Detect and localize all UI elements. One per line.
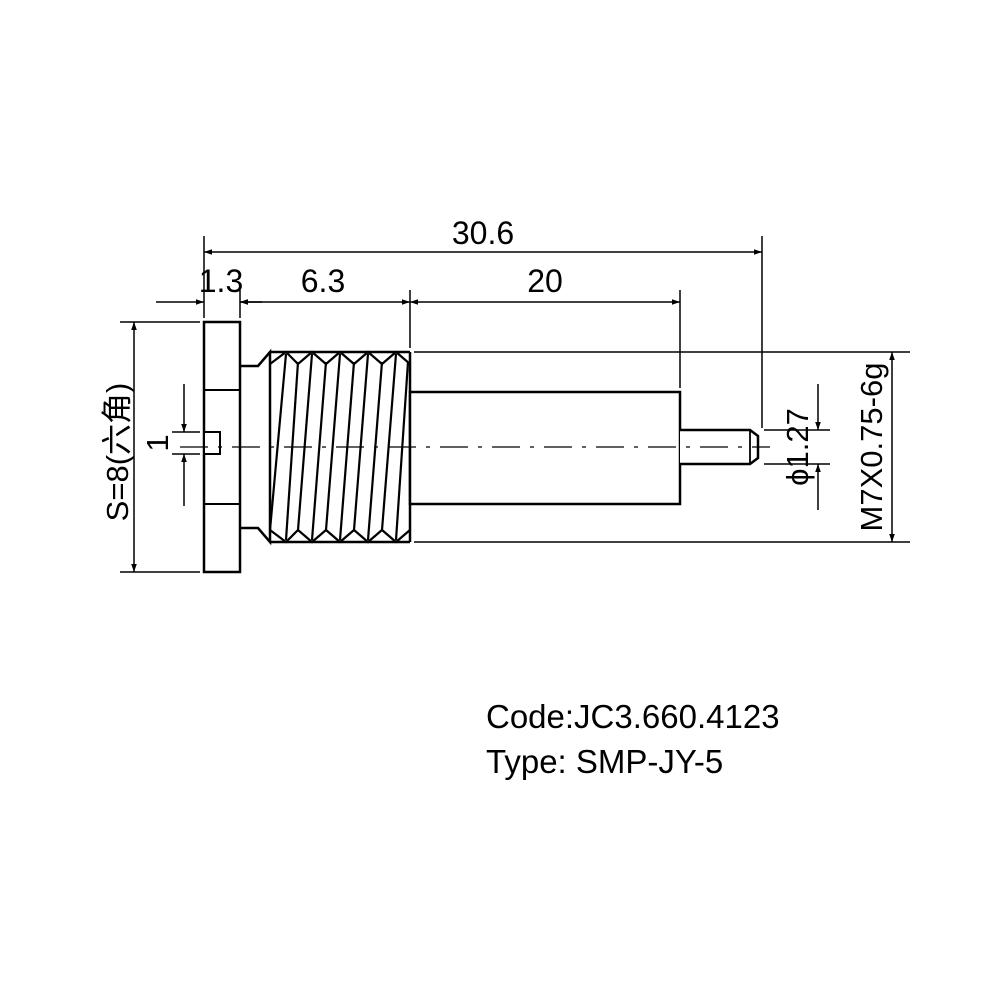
part-type: Type: SMP-JY-5 (486, 743, 724, 780)
part-outline (202, 320, 760, 574)
thread-crests (268, 350, 411, 544)
dim-thread-spec: M7X0.75-6g (854, 363, 889, 532)
dim-slot-width: 1 (140, 434, 175, 451)
flange-slot (203, 431, 221, 455)
part-code: Code:JC3.660.4123 (486, 698, 780, 735)
main-body (408, 390, 682, 506)
dim-body-length: 20 (527, 263, 563, 299)
dimension-lines (131, 249, 895, 572)
dim-hex-size: S=8(六角) (100, 383, 135, 522)
dim-pin-diameter: ϕ1.27 (780, 408, 815, 486)
dim-overall-length: 30.6 (452, 215, 514, 251)
dim-thread-length: 6.3 (301, 263, 345, 299)
dim-flange-thickness: 1.3 (199, 263, 243, 299)
